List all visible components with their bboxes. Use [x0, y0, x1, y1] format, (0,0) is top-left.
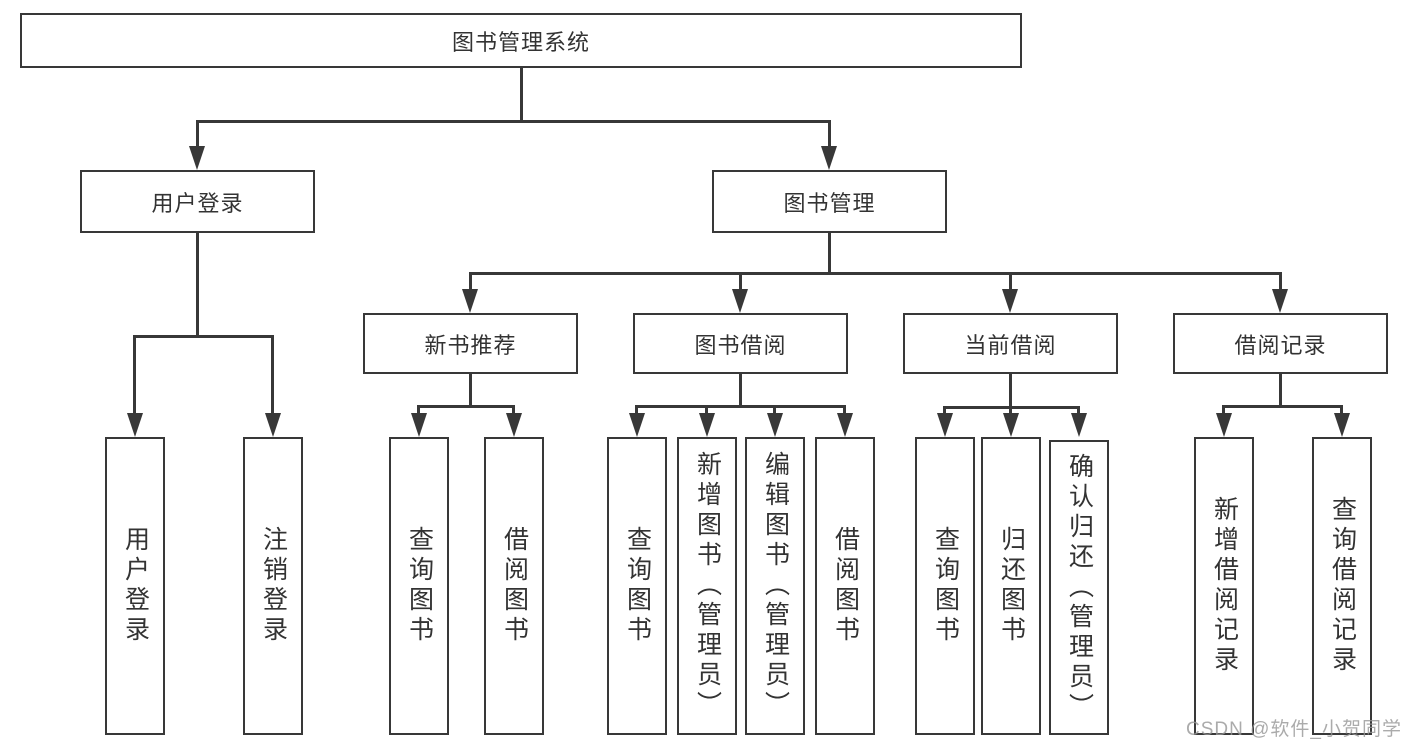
node-borrow-records-label: 借阅记录 [1234, 332, 1327, 358]
node-user-login-label: 用户登录 [151, 190, 244, 216]
arrowhead [837, 413, 853, 437]
arrowhead [265, 413, 281, 437]
connector-line [520, 68, 523, 123]
arrowhead [506, 413, 522, 437]
arrowhead [1003, 413, 1019, 437]
arrowhead [699, 413, 715, 437]
connector-line [469, 272, 1282, 275]
connector-line [1222, 405, 1225, 417]
connector-line [1009, 374, 1012, 409]
node-new-book-recommend: 新书推荐 [363, 313, 578, 374]
leaf-add-books-admin: 新增图书（管理员） [677, 437, 737, 735]
leaf-newbook-query-books-label: 查询图书 [405, 526, 434, 646]
node-book-management-label: 图书管理 [783, 190, 876, 216]
connector-line [828, 120, 831, 150]
leaf-confirm-return-admin: 确认归还（管理员） [1049, 440, 1109, 735]
leaf-borrow-query-books: 查询图书 [607, 437, 667, 735]
arrowhead [1216, 413, 1232, 437]
connector-line [133, 335, 274, 338]
node-book-borrow: 图书借阅 [633, 313, 848, 374]
connector-line [1222, 405, 1343, 408]
connector-line [196, 120, 831, 123]
connector-line [1009, 272, 1012, 294]
connector-line [828, 233, 831, 274]
connector-line [635, 405, 846, 408]
arrowhead [462, 289, 478, 313]
arrowhead [767, 413, 783, 437]
arrowhead [732, 289, 748, 313]
arrowhead [127, 413, 143, 437]
leaf-add-books-admin-label: 新增图书（管理员） [693, 451, 722, 721]
arrowhead [189, 146, 205, 170]
leaf-query-borrow-record-label: 查询借阅记录 [1328, 496, 1357, 676]
arrowhead [629, 413, 645, 437]
leaf-borrow-query-books-label: 查询图书 [623, 526, 652, 646]
csdn-watermark: CSDN @软件_小贺同学 [1186, 719, 1402, 740]
arrowhead [821, 146, 837, 170]
leaf-current-query-books: 查询图书 [915, 437, 975, 735]
connector-line [1077, 406, 1080, 417]
leaf-user-login: 用户登录 [105, 437, 165, 735]
connector-line [417, 405, 420, 417]
connector-line [512, 405, 515, 417]
leaf-newbook-query-books: 查询图书 [389, 437, 449, 735]
connector-line [739, 374, 742, 407]
arrowhead [1002, 289, 1018, 313]
leaf-query-borrow-record: 查询借阅记录 [1312, 437, 1372, 735]
connector-line [843, 405, 846, 417]
connector-line [1340, 405, 1343, 417]
connector-line [196, 120, 199, 150]
leaf-logout-label: 注销登录 [259, 526, 288, 646]
arrowhead [1272, 289, 1288, 313]
connector-line [705, 405, 708, 417]
arrowhead [411, 413, 427, 437]
connector-line [469, 272, 472, 294]
connector-line [417, 405, 515, 408]
leaf-return-books-label: 归还图书 [997, 526, 1026, 646]
arrowhead [1071, 413, 1087, 437]
arrowhead [937, 413, 953, 437]
leaf-newbook-borrow-books-label: 借阅图书 [500, 526, 529, 646]
connector-line [739, 272, 742, 294]
connector-line [773, 405, 776, 417]
connector-line [635, 405, 638, 417]
connector-line [469, 374, 472, 407]
node-current-borrow: 当前借阅 [903, 313, 1118, 374]
node-book-borrow-label: 图书借阅 [694, 332, 787, 358]
leaf-add-borrow-record: 新增借阅记录 [1194, 437, 1254, 735]
connector-line [1009, 406, 1012, 417]
node-user-login: 用户登录 [80, 170, 315, 233]
connector-line [133, 335, 136, 416]
leaf-borrow-books: 借阅图书 [815, 437, 875, 735]
leaf-current-query-books-label: 查询图书 [931, 526, 960, 646]
node-current-borrow-label: 当前借阅 [964, 332, 1057, 358]
leaf-add-borrow-record-label: 新增借阅记录 [1210, 496, 1239, 676]
leaf-edit-books-admin-label: 编辑图书（管理员） [761, 451, 790, 721]
leaf-user-login-label: 用户登录 [121, 526, 150, 646]
connector-line [196, 233, 199, 337]
connector-line [271, 335, 274, 416]
node-new-book-recommend-label: 新书推荐 [424, 332, 517, 358]
connector-line [1279, 374, 1282, 407]
connector-line [1279, 272, 1282, 294]
leaf-return-books: 归还图书 [981, 437, 1041, 735]
leaf-borrow-books-label: 借阅图书 [831, 526, 860, 646]
leaf-newbook-borrow-books: 借阅图书 [484, 437, 544, 735]
arrowhead [1334, 413, 1350, 437]
connector-line [943, 406, 946, 417]
node-root: 图书管理系统 [20, 13, 1022, 68]
leaf-logout: 注销登录 [243, 437, 303, 735]
node-book-management: 图书管理 [712, 170, 947, 233]
node-borrow-records: 借阅记录 [1173, 313, 1388, 374]
leaf-confirm-return-admin-label: 确认归还（管理员） [1065, 452, 1094, 723]
node-root-label: 图书管理系统 [451, 29, 590, 55]
leaf-edit-books-admin: 编辑图书（管理员） [745, 437, 805, 735]
